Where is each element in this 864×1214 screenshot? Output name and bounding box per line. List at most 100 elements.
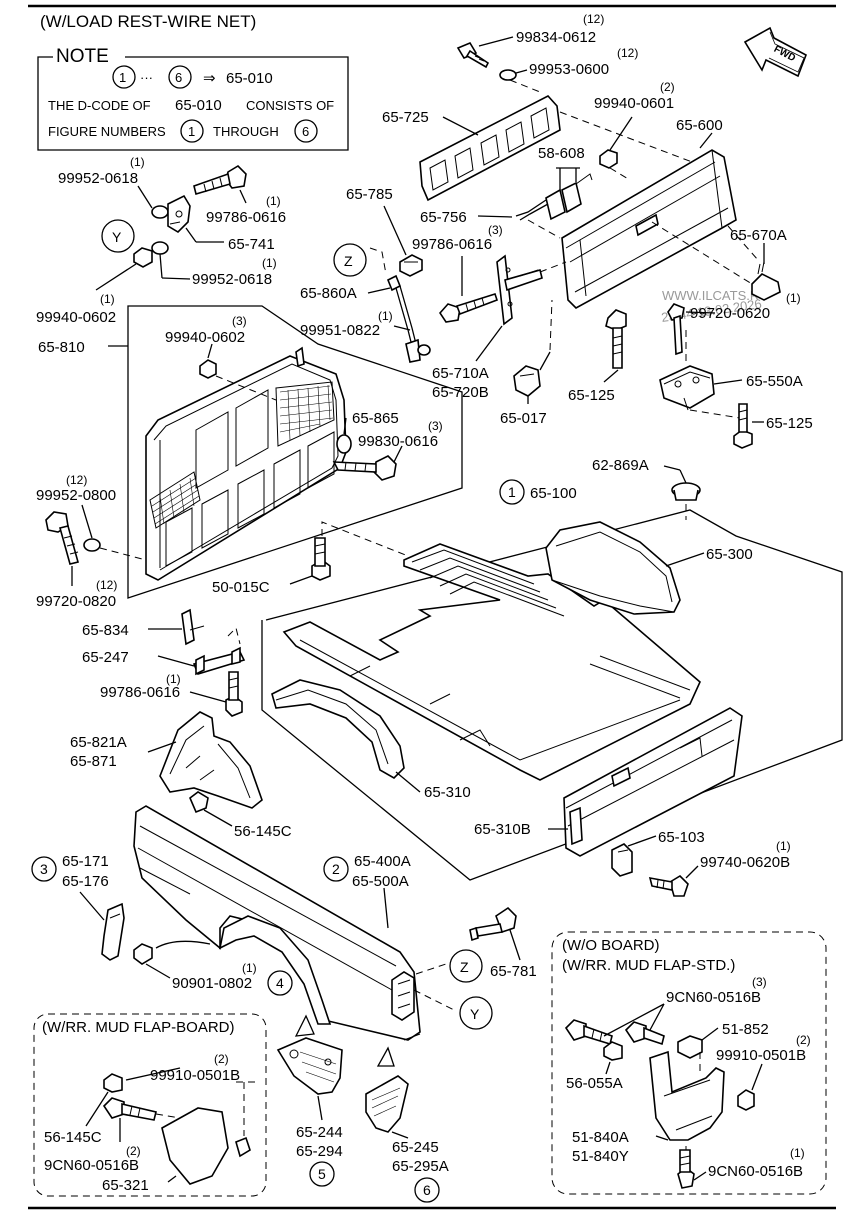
part-9CN60-0516B-a: 9CN60-0516B	[44, 1157, 139, 1174]
note-range-target: 65-010	[226, 70, 273, 87]
note-range-start: 1	[119, 70, 126, 85]
nut-99940-0602-b	[199, 359, 217, 379]
part-99834-0612: 99834-0612	[516, 29, 596, 46]
part-99952-0800: 99952-0800	[36, 487, 116, 504]
ref-6-circle	[414, 1177, 440, 1203]
part-65-310B: 65-310B	[474, 821, 531, 838]
clip-65-321-nut	[235, 1136, 251, 1158]
part-65-810: 65-810	[38, 339, 85, 356]
qty-99740-0620B: (1)	[776, 839, 791, 853]
clip-56-145C-b	[103, 1073, 123, 1093]
nut-99940-0602-a	[133, 247, 153, 268]
part-65-171: 65-171	[62, 853, 109, 870]
ref-y-label-top: Y	[112, 229, 122, 245]
part-65-781: 65-781	[490, 963, 537, 980]
part-99940-0601: 99940-0601	[594, 95, 674, 112]
part-99786-0616-b: 99786-0616	[412, 236, 492, 253]
striker-65-670A	[751, 261, 781, 301]
part-56-145C-a: 56-145C	[234, 823, 292, 840]
part-65-741: 65-741	[228, 236, 275, 253]
qty-99720-0820: (12)	[96, 578, 117, 592]
part-65-245: 65-245	[392, 1139, 439, 1156]
part-58-608: 58-608	[538, 145, 585, 162]
part-99940-0602-a: 99940-0602	[36, 309, 116, 326]
ref-2-circle	[323, 856, 349, 882]
note-line3-c: THROUGH	[213, 124, 279, 139]
qty-99940-0602-b: (3)	[232, 314, 247, 328]
part-99952-0618-b: 99952-0618	[192, 271, 272, 288]
ref-5-label: 5	[318, 1166, 326, 1182]
note-line3-d: 6	[302, 124, 309, 139]
note-range-end: 6	[175, 70, 182, 85]
handle-58-608	[545, 173, 593, 221]
screw-9CN60-0516B-c	[677, 1149, 695, 1189]
part-65-300: 65-300	[706, 546, 753, 563]
note-line2-a: THE D-CODE OF	[48, 98, 151, 113]
washer-99953	[499, 69, 517, 81]
part-99910-0501B-b: 99910-0501B	[716, 1047, 806, 1064]
part-65-785: 65-785	[346, 186, 393, 203]
qty-99910-0501B-a: (2)	[214, 1052, 229, 1066]
note-range-sep: ···	[140, 70, 153, 85]
part-65-871: 65-871	[70, 753, 117, 770]
part-9CN60-0516B-c: 9CN60-0516B	[708, 1163, 803, 1180]
ref-3-circle	[31, 856, 57, 882]
nut-90901-0802	[133, 943, 153, 965]
part-65-400A: 65-400A	[354, 853, 411, 870]
part-99740-0620B: 99740-0620B	[700, 854, 790, 871]
ref-y-circle-bottom	[459, 996, 493, 1030]
part-65-725: 65-725	[382, 109, 429, 126]
part-50-015C: 50-015C	[212, 579, 270, 596]
part-65-600: 65-600	[676, 117, 723, 134]
part-65-500A: 65-500A	[352, 873, 409, 890]
cable-65-860A	[386, 274, 421, 363]
washer-99952-0618-b	[151, 241, 169, 255]
part-65-860A: 65-860A	[300, 285, 357, 302]
qty-99952-0618-b: (1)	[262, 256, 277, 270]
qty-99786-0616-b: (3)	[488, 223, 503, 237]
splash-shield-65-821A	[159, 711, 263, 809]
part-65-865: 65-865	[352, 410, 399, 427]
bed-box-outline	[261, 509, 843, 881]
bolt-99720-0620	[667, 303, 685, 356]
ref-z-label-top: Z	[344, 253, 353, 269]
mudflap-65-244	[276, 1037, 343, 1095]
mudflap-board-title: (W/RR. MUD FLAP-BOARD)	[42, 1019, 235, 1036]
inner-wheelhouse-65-310	[271, 679, 405, 779]
plug-62-869A	[671, 482, 701, 501]
pin-65-781	[469, 906, 517, 942]
qty-99834-0612: (12)	[583, 12, 604, 26]
ref-z-circle-bottom	[449, 949, 483, 983]
screw-99830-0616	[332, 455, 397, 481]
rod-65-756	[515, 199, 549, 221]
clip-51-852	[677, 1035, 703, 1059]
bracket-65-247	[192, 646, 246, 676]
part-65-125-b: 65-125	[766, 415, 813, 432]
part-99940-0602-b: 99940-0602	[165, 329, 245, 346]
qty-99830-0616: (3)	[428, 419, 443, 433]
lamp-bracket-65-171	[101, 902, 125, 961]
ref-6-label: 6	[423, 1182, 431, 1198]
qty-99720-0620: (1)	[786, 291, 801, 305]
ref-1-label: 1	[508, 484, 516, 500]
note-line3-b: 1	[188, 124, 195, 139]
note-box: NOTE 1 ··· 6 ⇒ 65-010 THE D-CODE OF 65-0…	[37, 46, 349, 151]
bracket-65-550A	[659, 365, 715, 411]
part-65-100: 65-100	[530, 485, 577, 502]
ref-3-label: 3	[40, 861, 48, 877]
part-90901-0802: 90901-0802	[172, 975, 252, 992]
ref-4-circle	[267, 970, 293, 996]
bolt-99834	[456, 41, 490, 69]
mudflap-65-321	[161, 1107, 229, 1185]
diagram-title: (W/LOAD REST-WIRE NET)	[40, 12, 256, 31]
ref-5-circle	[309, 1161, 335, 1187]
part-99910-0501B-a: 99910-0501B	[150, 1067, 240, 1084]
note-line3-a: FIGURE NUMBERS	[48, 124, 166, 139]
ref-4-label: 4	[276, 975, 284, 991]
qty-99951-0822: (1)	[378, 309, 393, 323]
net-box-outline	[127, 305, 463, 599]
part-65-670A: 65-670A	[730, 227, 787, 244]
mudflap-65-245	[365, 1075, 409, 1133]
part-51-840A: 51-840A	[572, 1129, 629, 1146]
bracket-65-103	[611, 843, 633, 877]
